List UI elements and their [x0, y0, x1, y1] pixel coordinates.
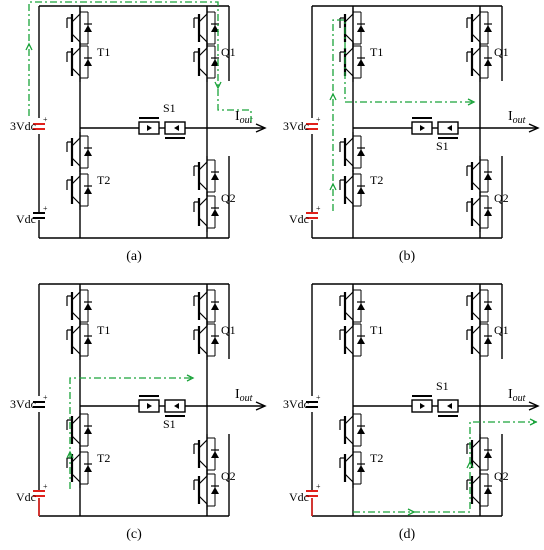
q1-label: Q1 [494, 323, 509, 337]
current-arrow [467, 98, 476, 106]
s1-label: S1 [436, 379, 449, 393]
t1-label: T1 [97, 45, 110, 59]
t2-label: T2 [97, 173, 110, 187]
capacitor-3vdc: + [306, 393, 321, 408]
source-label-vdc: Vdc [289, 212, 309, 226]
svg-text:+: + [316, 115, 321, 124]
current-arrow [25, 42, 33, 51]
source-label-vdc: Vdc [16, 490, 36, 504]
q1-label: Q1 [221, 323, 236, 337]
capacitor-vdc: + [306, 482, 321, 497]
s1-switch [138, 395, 186, 417]
capacitor-vdc: + [33, 204, 48, 219]
capacitor-3vdc: + [33, 115, 48, 130]
q1-label: Q1 [494, 45, 509, 59]
svg-text:+: + [316, 204, 321, 213]
panel-caption: (d) [399, 527, 416, 542]
panel-caption: (a) [126, 249, 142, 264]
t1-label: T1 [370, 45, 383, 59]
current-arrow [407, 508, 416, 516]
t2-label: T2 [370, 173, 383, 187]
output-arrow [255, 123, 267, 133]
q1-label: Q1 [221, 45, 236, 59]
capacitor-vdc: + [33, 482, 48, 497]
output-current-label: Iout [235, 387, 253, 404]
s1-switch [411, 117, 459, 139]
source-label-vdc: Vdc [289, 490, 309, 504]
current-arrow [186, 374, 195, 382]
q2-label: Q2 [494, 191, 509, 205]
current-arrow [329, 92, 337, 101]
svg-text:+: + [316, 393, 321, 402]
current-path [353, 421, 537, 513]
current-path [332, 19, 472, 211]
source-label-3vdc: 3Vdc [283, 397, 309, 411]
current-path [28, 1, 252, 122]
source-label-3vdc: 3Vdc [10, 119, 36, 133]
output-current-label: Iout [508, 387, 526, 404]
s1-label: S1 [163, 101, 176, 115]
panel-caption: (b) [399, 249, 416, 264]
current-arrow [529, 418, 538, 426]
capacitor-3vdc: + [306, 115, 321, 130]
s1-label: S1 [163, 417, 176, 431]
output-arrow [528, 401, 540, 411]
svg-text:+: + [316, 482, 321, 491]
t1-label: T1 [370, 323, 383, 337]
svg-text:+: + [43, 393, 48, 402]
current-arrow [214, 81, 222, 90]
t2-label: T2 [370, 451, 383, 465]
current-arrow [466, 460, 474, 469]
svg-text:+: + [43, 115, 48, 124]
t2-label: T2 [97, 451, 110, 465]
s1-switch [138, 117, 186, 139]
source-label-3vdc: 3Vdc [283, 119, 309, 133]
q2-label: Q2 [221, 469, 236, 483]
current-arrow [329, 182, 337, 191]
capacitor-vdc: + [306, 204, 321, 219]
q2-label: Q2 [494, 469, 509, 483]
svg-text:+: + [43, 482, 48, 491]
capacitor-3vdc: + [33, 393, 48, 408]
panel-caption: (c) [126, 527, 142, 542]
s1-label: S1 [436, 139, 449, 153]
s1-switch [411, 395, 459, 417]
source-label-3vdc: 3Vdc [10, 397, 36, 411]
source-label-vdc: Vdc [16, 212, 36, 226]
t1-label: T1 [97, 323, 110, 337]
output-current-label: Iout [508, 109, 526, 126]
output-current-label: Iout [235, 109, 253, 126]
current-arrow [66, 450, 74, 459]
q2-label: Q2 [221, 191, 236, 205]
output-arrow [528, 123, 540, 133]
output-arrow [255, 401, 267, 411]
svg-text:+: + [43, 204, 48, 213]
